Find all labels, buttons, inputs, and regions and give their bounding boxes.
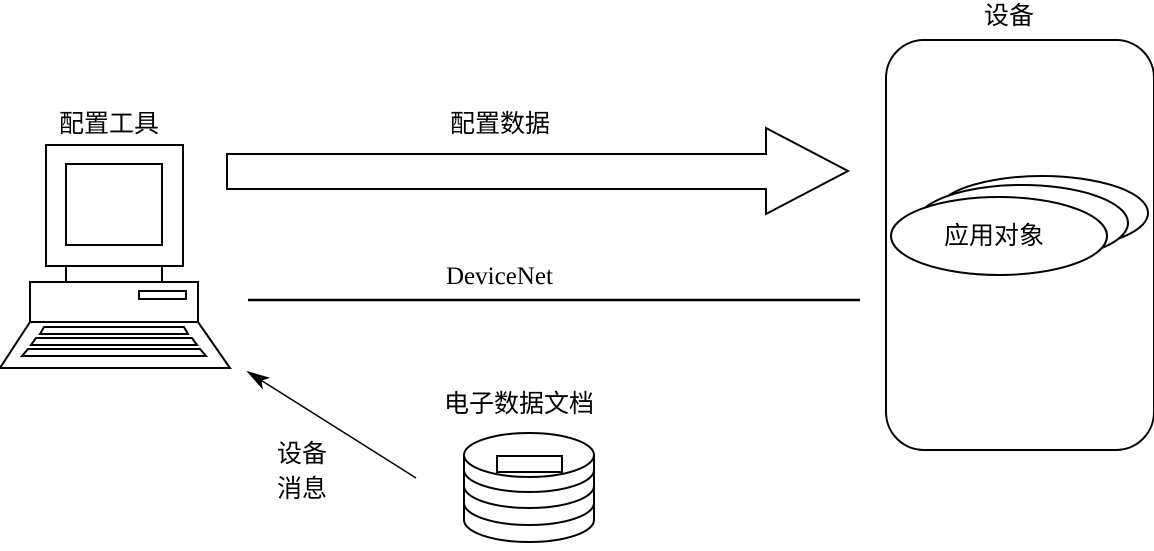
disk-label-slot bbox=[496, 455, 563, 473]
config-data-arrow bbox=[226, 126, 851, 216]
database-icon bbox=[463, 432, 595, 543]
application-objects bbox=[890, 175, 1149, 276]
devicenet-label: DeviceNet bbox=[446, 263, 553, 290]
keyboard-key-row-3 bbox=[19, 348, 209, 357]
keyboard-key-row-1 bbox=[38, 326, 190, 335]
base-unit bbox=[29, 281, 199, 323]
app-object-label: 应用对象 bbox=[944, 221, 1044, 250]
config-data-label: 配置数据 bbox=[450, 109, 550, 138]
monitor-screen bbox=[65, 163, 163, 246]
config-tool-label: 配置工具 bbox=[59, 109, 159, 138]
device-message-arrow bbox=[246, 370, 417, 479]
app-object-front bbox=[890, 196, 1108, 276]
keyboard-key-row-2 bbox=[29, 337, 199, 346]
computer-icon bbox=[0, 144, 232, 369]
disk-slot bbox=[138, 290, 187, 300]
device-message-label-line1: 设备 bbox=[277, 439, 327, 468]
device-message-label-line2: 消息 bbox=[277, 474, 327, 503]
monitor-stand bbox=[65, 265, 163, 283]
eds-label: 电子数据文档 bbox=[444, 389, 594, 418]
device-label: 设备 bbox=[984, 1, 1034, 30]
